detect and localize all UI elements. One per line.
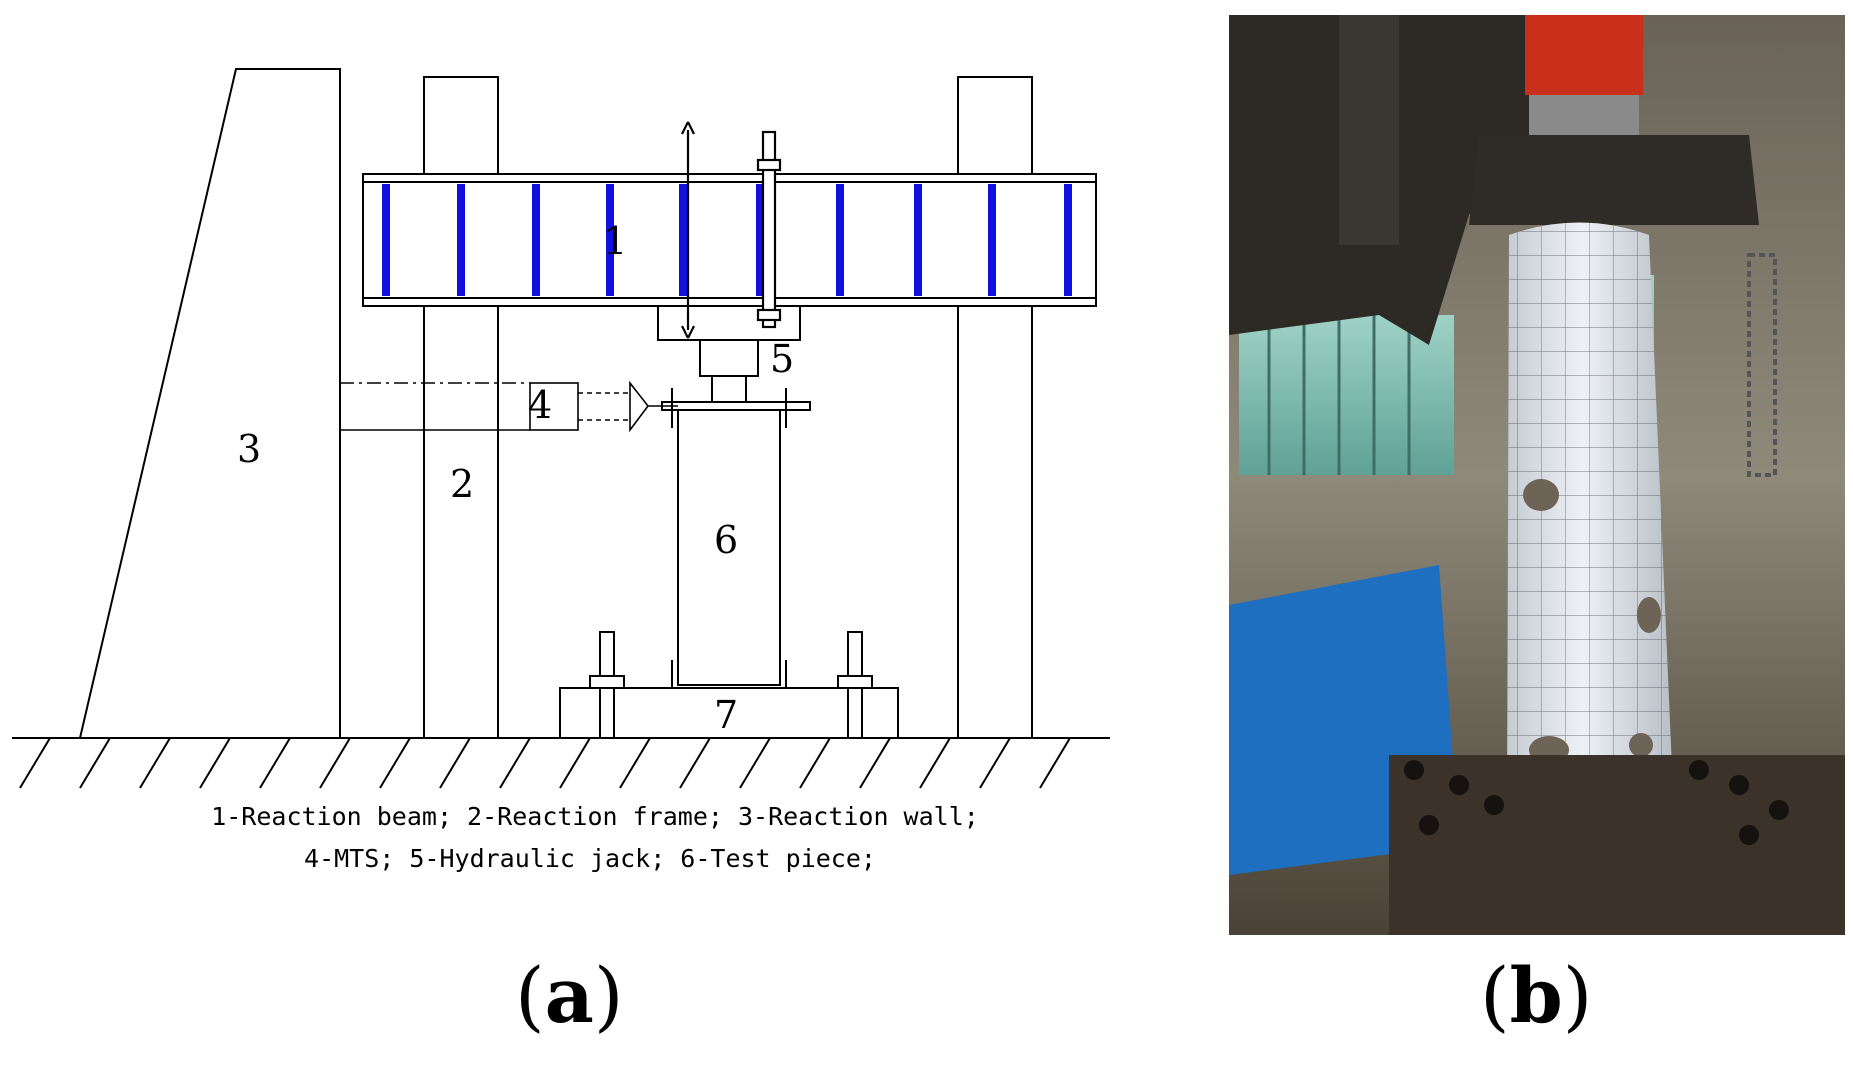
beam-stiffener [1064,184,1072,296]
rebar-cage [1747,253,1777,477]
tie-rod [761,130,777,329]
beam-stiffener [532,184,540,296]
beam-stiffener [679,184,687,296]
panel-label-b: (b) [1480,951,1593,1040]
label-hydraulic-jack: 5 [770,337,794,381]
beam-stiffener [606,184,614,296]
label-reaction-wall: 3 [237,427,261,471]
test-setup-photo [1229,15,1845,935]
beam-stiffener [836,184,844,296]
hydraulic-jack [1525,15,1643,95]
legend-line-1: 1-Reaction beam; 2-Reaction frame; 3-Rea… [211,802,979,831]
panel-label-a: (a) [515,951,624,1040]
mts-actuator [529,382,579,431]
test-setup-schematic: 1 2 3 4 5 6 7 1-Reaction beam; 2-Reactio… [12,68,1110,873]
label-reaction-beam: 1 [603,219,627,263]
background-window [1239,315,1454,475]
cap-plate [661,401,811,411]
label-test-piece: 6 [714,518,738,562]
label-reaction-frame: 2 [450,462,474,506]
mts-clevis [629,380,650,433]
hydraulic-jack-piston [711,375,747,403]
beam-stiffener [457,184,465,296]
beam-stiffener [382,184,390,296]
beam-stiffener [756,184,764,296]
reaction-beam [362,173,1097,307]
test-piece [677,409,781,686]
label-foundation-base: 7 [714,693,738,737]
hydraulic-jack [699,339,759,377]
foundation-base [559,687,899,739]
reaction-frame-column-left [423,76,499,739]
beam-stiffener [988,184,996,296]
reaction-frame-column-right [957,76,1033,739]
legend-line-2: 4-MTS; 5-Hydraulic jack; 6-Test piece; [304,844,876,873]
beam-stiffener [914,184,922,296]
label-mts: 4 [528,383,552,427]
reaction-wall [78,68,341,739]
loading-plate [1469,135,1759,225]
ground-hatching [19,737,1071,789]
beam-stiffeners [382,184,1072,296]
